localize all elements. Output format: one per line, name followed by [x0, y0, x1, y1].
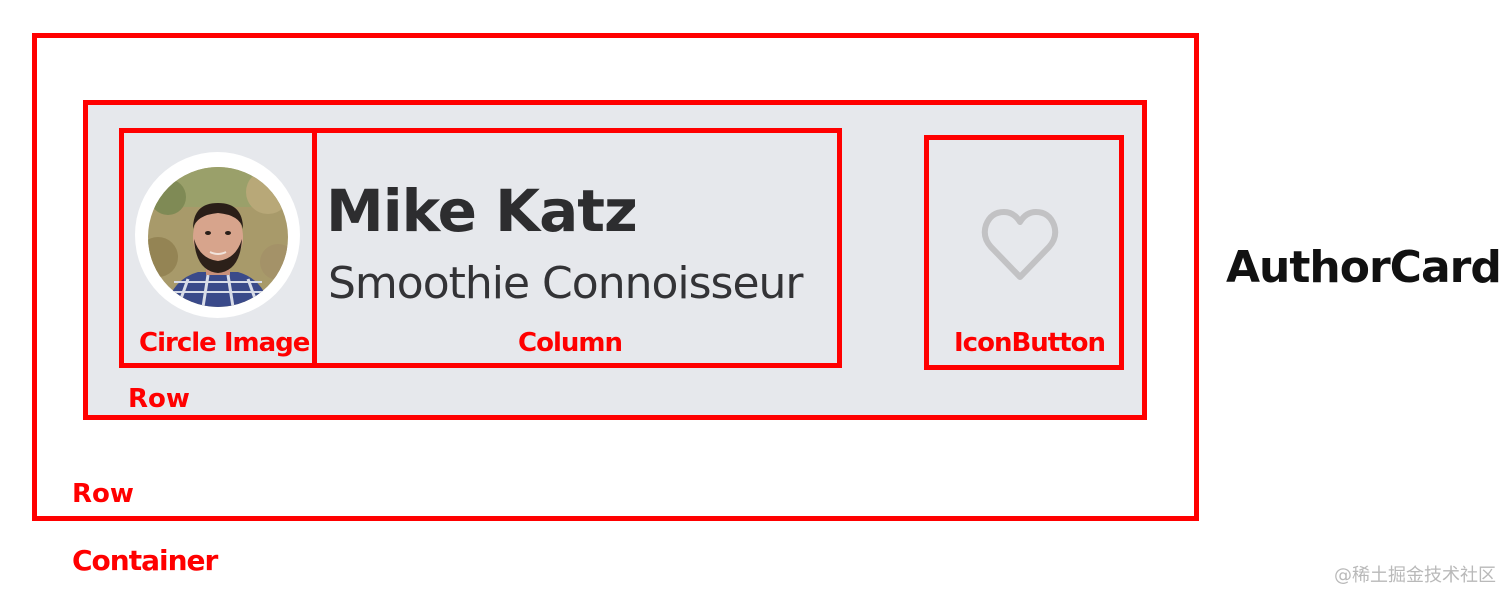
icon-button-label: IconButton	[954, 328, 1106, 358]
heart-outline-icon[interactable]	[980, 205, 1060, 283]
column-label: Column	[518, 328, 623, 358]
inner-row-label: Row	[128, 384, 190, 414]
outer-row-box	[32, 33, 1199, 521]
container-label: Container	[72, 544, 218, 577]
outer-row-label: Row	[72, 479, 134, 509]
circle-image-label: Circle Image	[139, 328, 310, 358]
author-title: Smoothie Connoisseur	[328, 258, 804, 309]
author-name: Mike Katz	[326, 177, 638, 245]
widget-title: AuthorCard	[1226, 242, 1502, 293]
column-box	[312, 128, 842, 368]
watermark: @稀土掘金技术社区	[1334, 565, 1496, 586]
icon-button-box	[924, 135, 1124, 370]
